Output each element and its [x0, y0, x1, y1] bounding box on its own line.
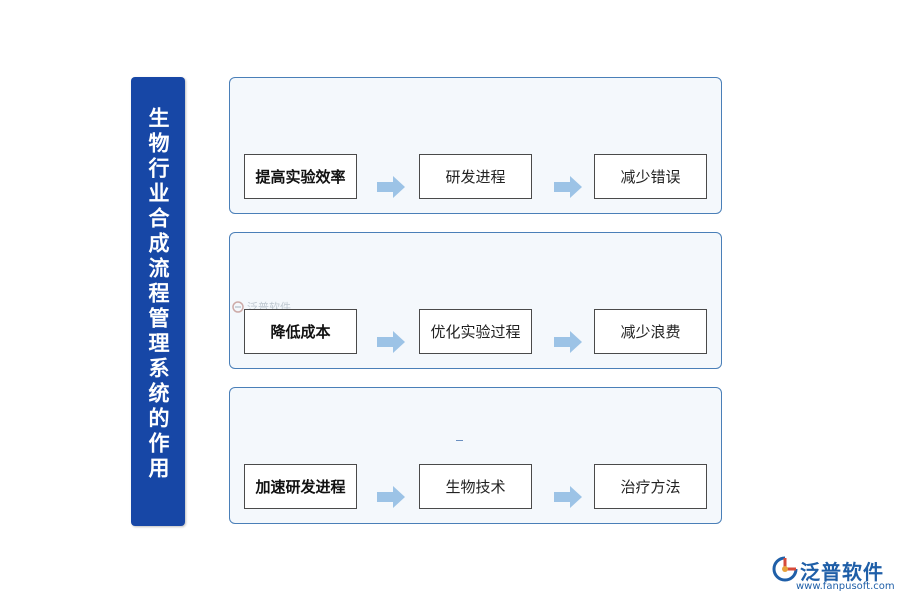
row-2-middle-box: 优化实验过程 — [419, 309, 532, 354]
sidebar-title: 生物行业合成流程管理系统的作用 — [146, 107, 171, 482]
row-3-lead-box: 加速研发进程 — [244, 464, 357, 509]
row-1-lead-box: 提高实验效率 — [244, 154, 357, 199]
row-3-middle-box: 生物技术 — [419, 464, 532, 509]
arrow-right-icon — [377, 486, 405, 508]
row-2-end-box: 减少浪费 — [594, 309, 707, 354]
fanpu-logo-icon — [232, 301, 244, 313]
arrow-right-icon — [554, 331, 582, 353]
logo-url: www.fanpusoft.com — [796, 581, 895, 592]
arrow-right-icon — [554, 176, 582, 198]
fanpu-logo-icon — [772, 556, 798, 582]
arrow-right-icon — [377, 176, 405, 198]
decorative-dash — [456, 440, 463, 441]
row-1-end-box: 减少错误 — [594, 154, 707, 199]
sidebar-title-bar: 生物行业合成流程管理系统的作用 — [131, 77, 185, 526]
arrow-right-icon — [377, 331, 405, 353]
row-3-end-box: 治疗方法 — [594, 464, 707, 509]
brand-logo: 泛普软件 www.fanpusoft.com — [772, 556, 895, 596]
arrow-right-icon — [554, 486, 582, 508]
row-2-lead-box: 降低成本 — [244, 309, 357, 354]
row-1-middle-box: 研发进程 — [419, 154, 532, 199]
logo-name: 泛普软件 — [800, 560, 884, 584]
